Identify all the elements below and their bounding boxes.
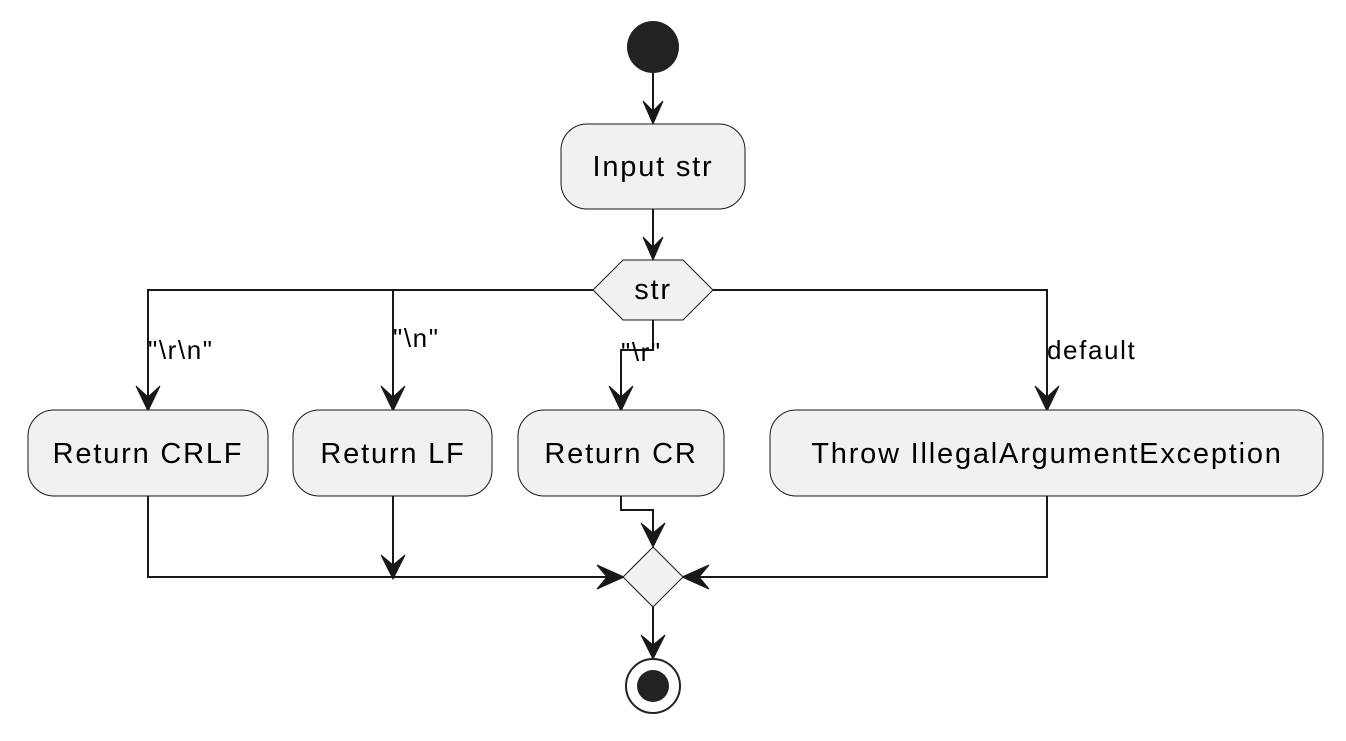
return-cr-label: Return CR bbox=[544, 438, 697, 470]
arrowhead bbox=[640, 522, 666, 549]
end-node-ring bbox=[625, 658, 681, 714]
arrowhead bbox=[1034, 385, 1060, 413]
return-lf-node bbox=[292, 409, 493, 497]
edge-throw-to-merge bbox=[687, 496, 1048, 578]
return-crlf-node bbox=[27, 409, 269, 497]
throw-exception-label: Throw IllegalArgumentException bbox=[811, 438, 1282, 470]
edge-branch-default bbox=[713, 289, 1048, 406]
arrowhead bbox=[680, 564, 710, 590]
return-crlf-label: Return CRLF bbox=[53, 438, 244, 470]
arrowhead bbox=[642, 236, 664, 262]
end-node bbox=[637, 670, 669, 702]
decision-node bbox=[592, 259, 714, 321]
edges bbox=[135, 73, 1060, 661]
arrowhead bbox=[135, 385, 161, 413]
edge-crlf-to-merge bbox=[147, 496, 619, 578]
branch-label-default: default bbox=[1047, 335, 1136, 365]
throw-exception-node bbox=[769, 409, 1324, 497]
arrowhead bbox=[608, 385, 634, 413]
input-node-label: Input str bbox=[593, 151, 714, 183]
decision-node-label: str bbox=[634, 274, 672, 306]
merge-node bbox=[622, 546, 684, 608]
edge-branch-crlf bbox=[147, 289, 593, 406]
branch-label-crlf: "\r\n" bbox=[148, 335, 214, 365]
edge-branch-cr bbox=[620, 320, 654, 406]
edge-cr-to-merge bbox=[620, 496, 654, 543]
arrowhead bbox=[380, 554, 406, 581]
arrowhead bbox=[640, 634, 666, 661]
return-lf-label: Return LF bbox=[320, 438, 465, 470]
start-node bbox=[627, 21, 679, 73]
branch-label-lf: "\n" bbox=[393, 323, 440, 353]
branch-label-cr: "\r" bbox=[621, 337, 662, 367]
arrowhead bbox=[642, 100, 664, 126]
arrowhead bbox=[380, 385, 406, 413]
return-cr-node bbox=[517, 409, 725, 497]
arrowhead bbox=[596, 564, 626, 590]
input-node bbox=[560, 123, 746, 210]
